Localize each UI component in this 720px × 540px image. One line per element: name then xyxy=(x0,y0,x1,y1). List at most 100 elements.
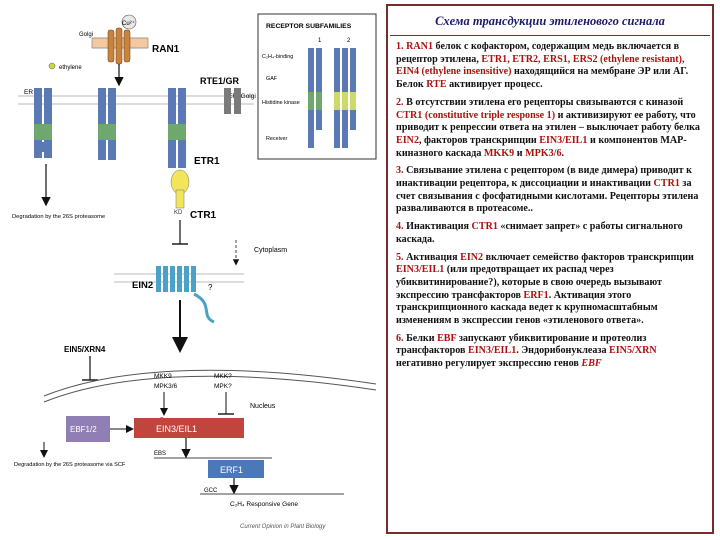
er-golgi-label: ER/ Golgi xyxy=(228,93,256,100)
step-1: 1. RAN1 белок с кофактором, содержащим м… xyxy=(396,41,704,92)
etr1-label: ETR1 xyxy=(194,156,220,167)
step-6: 6. Белки EBF запускают убиквитирование и… xyxy=(396,333,704,371)
rte1-protein xyxy=(224,88,241,114)
nucleus-label: Nucleus xyxy=(250,403,276,410)
ctr1-kinase: KD xyxy=(170,169,190,216)
step-segment: за счет связывания с фосфатидными кислот… xyxy=(396,178,699,215)
ein2-protein xyxy=(156,266,215,324)
step-segment: CTR1 xyxy=(471,221,498,233)
ran1-label: RAN1 xyxy=(152,44,180,55)
ebf12-label: EBF1/2 xyxy=(70,425,97,434)
step-segment: Инактивация xyxy=(406,221,472,233)
ein3-label: EIN3/EIL1 xyxy=(156,424,197,434)
step-segment: MPK3/6 xyxy=(525,147,562,159)
step-segment: ETR1, ETR2, ERS1, ERS2 (ethylene resista… xyxy=(396,53,685,78)
er-left-label: ER xyxy=(24,89,33,96)
step-segment: 3. xyxy=(396,165,407,177)
mpk36-label: MPK3/6 xyxy=(154,383,178,390)
step-segment: Белки xyxy=(406,332,438,344)
row-c2h4-label: C₂H₄-binding xyxy=(262,54,293,60)
ran1-transporter xyxy=(91,14,149,65)
ebf12-box xyxy=(66,416,110,442)
golgi-label: Golgi xyxy=(79,32,93,38)
ein5-label: EIN5/XRN4 xyxy=(64,345,106,354)
panel-divider xyxy=(390,35,710,36)
step-segment: активирует процесс. xyxy=(446,79,543,91)
degradation-scf-label: Degradation by the 26S proteasome via SC… xyxy=(14,462,126,468)
step-segment: ERF1 xyxy=(523,289,549,301)
cytoplasm-label: Cytoplasm xyxy=(254,247,287,254)
step-segment: (или предотвращает их распад через убикв… xyxy=(396,264,663,301)
step-2: 2. В отсутствии этилена его рецепторы св… xyxy=(396,97,704,161)
step-segment: запускают убиквитирование и протеолиз тр… xyxy=(396,332,647,357)
step-segment: . Эндорибонуклеаза xyxy=(516,345,610,357)
mkk9-label: MKK9 xyxy=(154,373,172,380)
step-3: 3. Связывание этилена с рецептором (в ви… xyxy=(396,165,704,216)
step-segment: «снимает запрет» с работы сигнального ка… xyxy=(396,221,683,245)
step-segment: Активация xyxy=(406,251,461,263)
step-segment: и компонентов MAP-киназного каскада xyxy=(396,134,687,159)
step-segment: 1. xyxy=(396,41,407,52)
panel-title: Схема трансдукции этиленового сигнала xyxy=(435,14,665,28)
subfamily-receptor-bars xyxy=(308,48,356,148)
c2h4-gene-label: C₂H₄ Responsive Gene xyxy=(230,501,298,508)
step-segment: EBF xyxy=(437,332,457,344)
figure-credit: Current Opinion in Plant Biology xyxy=(240,524,326,530)
signaling-figure: Cu²⁺ Golgi RAN1 ethylene RECEPTOR SUBFAM… xyxy=(4,4,384,534)
step-segment: В отсутствии этилена его рецепторы связы… xyxy=(406,96,684,108)
rte1-label: RTE1/GR xyxy=(200,76,240,86)
row-receiver-label: Receiver xyxy=(266,136,287,142)
gcc-label: GCC xyxy=(204,488,218,494)
step-segment: и xyxy=(514,147,526,159)
ein2-question: ? xyxy=(208,283,213,292)
step-segment: . Активация этого транскрипционного каск… xyxy=(396,289,658,327)
step-segment: EIN3/EIL1 xyxy=(396,264,445,276)
ctr1-label: CTR1 xyxy=(190,210,217,221)
ein2-label: EIN2 xyxy=(132,280,153,291)
step-segment: EIN2 xyxy=(460,251,484,263)
step-segment: CTR1 xyxy=(653,178,680,190)
receptor-dimer-left xyxy=(34,88,52,158)
step-4: 4. Инактивация CTR1 «снимает запрет» с р… xyxy=(396,221,704,246)
step-segment: EBF xyxy=(581,358,602,370)
subfamilies-title: RECEPTOR SUBFAMILIES xyxy=(266,23,352,30)
subfamily-2-label: 2 xyxy=(347,38,351,44)
steps-list: 1. RAN1 белок с кофактором, содержащим м… xyxy=(388,41,712,371)
step-segment: находящийся на мембране ЭР или АГ. Белок xyxy=(396,66,689,91)
erf1-box xyxy=(208,460,264,478)
description-panel: Схема трансдукции этиленового сигнала 1.… xyxy=(386,4,714,534)
step-segment: , факторов транскрипции xyxy=(419,134,540,146)
step-segment: Связывание этилена с рецептором (в виде … xyxy=(396,165,692,190)
etr1-receptor xyxy=(168,88,186,168)
step-5: 5. Активация EIN2 включает семейство фак… xyxy=(396,252,704,328)
row-gaf-label: GAF xyxy=(266,76,278,82)
step-segment: MKK9 xyxy=(483,147,515,159)
ethylene-label: ethylene xyxy=(59,65,82,71)
subfamily-1-label: 1 xyxy=(318,38,322,44)
mkkq-label: MKK? xyxy=(214,373,232,380)
ein3-box xyxy=(134,418,244,438)
step-segment: RAN1 xyxy=(406,41,434,52)
step-segment: . xyxy=(561,147,565,159)
receptor-dimer-middle xyxy=(98,88,116,160)
erf1-label: ERF1 xyxy=(220,465,243,475)
step-segment: CTR1 (constitutive triple response 1) xyxy=(396,109,556,121)
step-segment: EIN2 xyxy=(396,134,419,146)
step-segment: 6. xyxy=(396,332,407,344)
step-segment: EIN5/XRN xyxy=(609,345,657,357)
step-segment: негативно регулирует экспрессию генов xyxy=(396,358,582,370)
row-histidine-label: Histidine kinase xyxy=(262,100,300,106)
step-segment: RTE xyxy=(426,79,447,91)
step-segment: и активизируют ее работу, что приводит к… xyxy=(396,109,700,134)
ebs-label: EBS xyxy=(154,451,166,457)
step-segment: белок с кофактором, содержащим медь вклю… xyxy=(396,41,680,65)
kd-label: KD xyxy=(174,210,183,216)
step-segment: EIN3/EIL1 xyxy=(539,134,588,146)
mpkq-label: MPK? xyxy=(214,383,232,390)
step-segment: 5. xyxy=(396,251,407,263)
step-segment: 2. xyxy=(396,96,407,108)
degradation-26s-label: Degradation by the 26S proteasome xyxy=(12,214,105,220)
step-segment: 4. xyxy=(396,221,407,233)
cu-label: Cu²⁺ xyxy=(122,20,135,27)
step-segment: EIN3/EIL1 xyxy=(468,345,517,357)
